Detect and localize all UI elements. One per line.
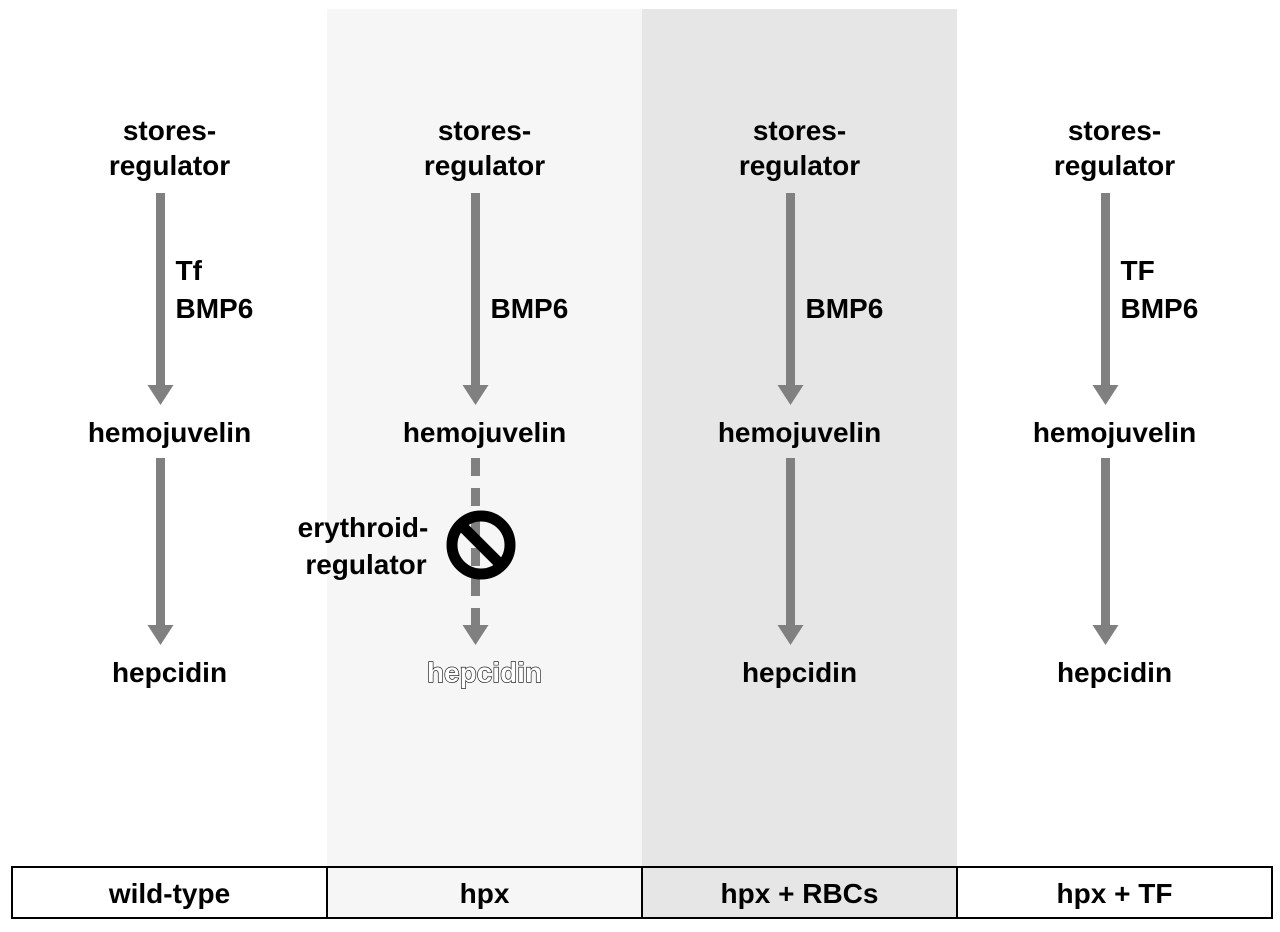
hemojuvelin-to-hepcidin-arrow-head [1092,625,1119,645]
regulator-label-line1: stores- [123,115,216,146]
regulator-to-hemojuvelin-arrow-head [1092,385,1119,405]
hemojuvelin-to-hepcidin-arrow [1092,458,1119,645]
regulator-label-line2: regulator [1054,150,1175,181]
legend-cell [641,866,958,919]
hemojuvelin-label: hemojuvelin [718,417,881,448]
regulator-to-hemojuvelin-arrow [462,193,489,405]
regulator-label-line2: regulator [739,150,860,181]
hemojuvelin-label: hemojuvelin [403,417,566,448]
hepcidin-label: hepcidin [1057,657,1172,688]
factor-label: BMP6 [176,293,254,324]
regulator-label-line2: regulator [109,150,230,181]
hemojuvelin-to-hepcidin-arrow [777,458,804,645]
hemojuvelin-label: hemojuvelin [88,417,251,448]
regulator-to-hemojuvelin-arrow [777,193,804,405]
hepcidin-label: hepcidin [112,657,227,688]
condition-label: wild-type [108,878,230,909]
hepcidin-label: hepcidin [427,657,542,688]
hemojuvelin-to-hepcidin-arrow-head [462,625,489,645]
condition-label: hpx [460,878,510,909]
condition-label: hpx + RBCs [721,878,879,909]
factor-label: BMP6 [491,293,569,324]
regulator-to-hemojuvelin-arrow [147,193,174,405]
legend-cell [956,866,1273,919]
factor-label: Tf [176,255,203,286]
hemojuvelin-to-hepcidin-arrow [147,458,174,645]
regulator-to-hemojuvelin-arrow-head [777,385,804,405]
regulator-to-hemojuvelin-arrow-head [147,385,174,405]
legend-cell [11,866,328,919]
regulator-label-line1: stores- [1068,115,1161,146]
regulator-label-line2: regulator [424,150,545,181]
inhibitor-label-line1: erythroid- [298,512,429,543]
factor-label: BMP6 [806,293,884,324]
pathway-column-2: stores-regulatorBMP6hemojuvelinerythroid… [298,115,569,689]
hemojuvelin-to-hepcidin-arrow-head [147,625,174,645]
hemojuvelin-to-hepcidin-arrow [462,458,489,645]
hepcidin-label: hepcidin [742,657,857,688]
prohibition-ring [446,510,516,580]
inhibitor-label-line2: regulator [305,549,426,580]
hpx-column-background [327,9,642,867]
factor-label: TF [1121,255,1155,286]
factor-label: BMP6 [1121,293,1199,324]
prohibition-bar [458,522,504,568]
regulator-label-line1: stores- [753,115,846,146]
regulator-to-hemojuvelin-arrow [1092,193,1119,405]
hemojuvelin-to-hepcidin-arrow-head [777,625,804,645]
hemojuvelin-label: hemojuvelin [1033,417,1196,448]
hpx-rbcs-column-background [642,9,957,867]
condition-label: hpx + TF [1057,878,1173,909]
condition-legend: wild-type hpx hpx + RBCs hpx + TF [11,866,1273,919]
regulator-to-hemojuvelin-arrow-head [462,385,489,405]
regulator-label-line1: stores- [438,115,531,146]
prohibition-icon [446,510,516,580]
